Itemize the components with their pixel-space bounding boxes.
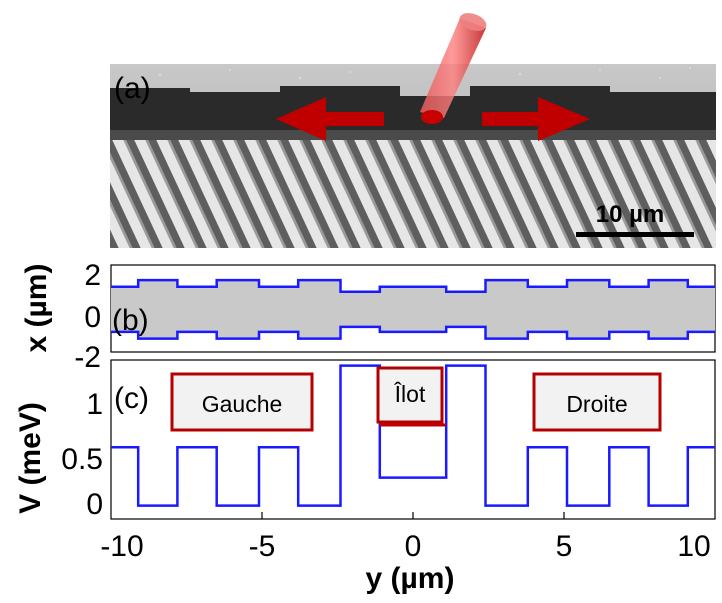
svg-text:10 µm: 10 µm — [596, 201, 665, 228]
waveguide-lower-edge — [111, 325, 715, 340]
panel-b-ytick: -2 — [74, 341, 101, 374]
panel-c-ytick: 0 — [86, 488, 103, 521]
x-tick-label: 5 — [556, 530, 573, 563]
region-box-gauche: Gauche — [170, 372, 314, 432]
panel-b-ylabel: x (µm) — [20, 264, 53, 353]
x-tick-marks — [261, 512, 565, 519]
panel-c-ylabel: V (meV) — [14, 402, 47, 514]
region-box-droite: Droite — [532, 372, 662, 432]
panel-b-ytick: 2 — [84, 259, 101, 292]
panel-b-yticks: 2 0 -2 — [74, 259, 101, 374]
panel-c-ytick: 0.5 — [61, 443, 103, 476]
panel-b-ytick: 0 — [84, 301, 101, 334]
waveguide-profile-fill — [111, 280, 715, 339]
waveguide-upper-edge — [111, 278, 715, 294]
svg-text:(a): (a) — [114, 72, 151, 105]
panel-c-ytick: 1 — [86, 388, 103, 421]
sem-image — [110, 64, 716, 248]
region-label-droite: Droite — [566, 391, 627, 417]
panel-c-label: (c) — [114, 382, 149, 415]
panel-b-label: (b) — [112, 304, 149, 337]
panel-c-yticks: 1 0.5 0 — [61, 388, 103, 521]
panel-c: (c) Gauche Îlot Droite 1 0.5 0 V (meV) -… — [14, 359, 716, 595]
fiber-probe-icon — [420, 13, 487, 124]
x-tick-label: 10 — [677, 530, 710, 563]
x-tick-labels: -10 -5 0 5 10 — [100, 530, 710, 563]
region-label-gauche: Gauche — [202, 391, 283, 417]
x-tick-label: 0 — [405, 530, 422, 563]
x-tick-label: -10 — [100, 530, 143, 563]
right-arrow-icon — [482, 97, 590, 141]
region-label-ilot: Îlot — [394, 381, 426, 407]
left-arrow-icon — [276, 97, 384, 141]
panel-a-label: (a) — [114, 72, 151, 105]
potential-profile-line — [111, 364, 715, 507]
x-tick-label: -5 — [249, 530, 276, 563]
scale-bar: 10 µm — [576, 201, 694, 237]
panel-b: (b) 2 0 -2 x (µm) — [20, 259, 716, 374]
x-axis-label: y (µm) — [366, 562, 455, 595]
region-box-ilot: Îlot — [376, 366, 444, 424]
